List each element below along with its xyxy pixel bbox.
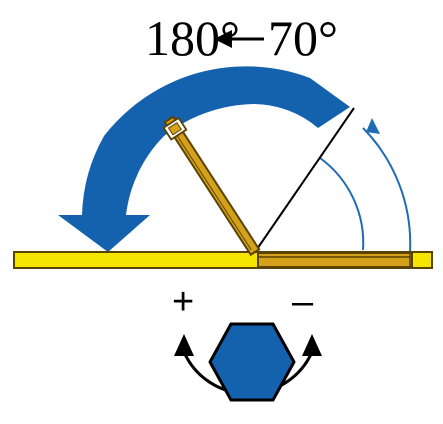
small-arrowhead-icon bbox=[366, 118, 380, 134]
curved-arrow-left-icon bbox=[58, 66, 350, 252]
to-angle-label: 70° bbox=[268, 10, 338, 66]
angle-header: 180° 70° bbox=[145, 10, 338, 66]
folded-arm bbox=[257, 252, 413, 268]
rotated-arm bbox=[162, 115, 261, 257]
hex-bolt-icon bbox=[208, 322, 296, 402]
angle-arc-lines bbox=[319, 118, 412, 253]
minus-sign: – bbox=[292, 281, 314, 323]
left-arrow-icon bbox=[214, 30, 264, 48]
plus-sign: + bbox=[172, 281, 194, 323]
angle-reference-line bbox=[254, 107, 355, 253]
